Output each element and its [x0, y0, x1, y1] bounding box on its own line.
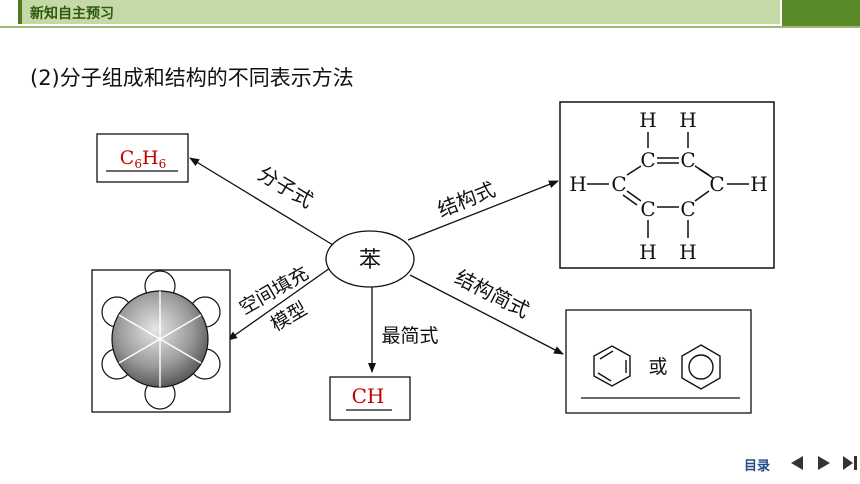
structural-formula-bonds [587, 132, 749, 238]
arrow-to-molecular-formula [189, 157, 334, 246]
header-bar: 新知自主预习 [0, 0, 860, 28]
atom-h: H [679, 108, 696, 132]
last-page-icon[interactable] [840, 453, 860, 473]
benzene-kekule-icon [593, 345, 631, 387]
toc-link[interactable]: 目录 [744, 459, 771, 474]
header-right-block [782, 0, 860, 26]
next-arrow-icon[interactable] [814, 453, 834, 473]
section-title: 新知自主预习 [30, 6, 114, 22]
label-molecular-formula: 分子式 [254, 161, 318, 212]
center-label: 苯 [359, 248, 381, 273]
center-ellipse [325, 230, 415, 288]
structural-formula-box: H H C C H C C H C C H H [559, 101, 775, 269]
molecular-formula-box: C6H6 [96, 133, 189, 183]
space-filling-model-box [91, 269, 231, 413]
atom-c: C [709, 172, 724, 196]
label-structural-simplified: 结构简式 [451, 265, 533, 323]
label-structural-formula: 结构式 [434, 177, 499, 222]
or-text: 或 [648, 356, 667, 378]
atom-c: C [640, 197, 655, 221]
arrow-to-structural-formula [407, 180, 559, 241]
simplest-formula-box: CH [329, 376, 411, 421]
label-simplest-formula: 最简式 [381, 325, 438, 347]
carbon-segment-lines [118, 291, 202, 387]
page-subtitle: (2)分子组成和结构的不同表示方法 [30, 66, 354, 90]
benzene-ring-icon [681, 344, 721, 390]
header-rule [0, 26, 860, 28]
atom-h: H [750, 172, 767, 196]
prev-arrow-icon[interactable] [788, 453, 808, 473]
arrow-to-structural-simplified [409, 274, 564, 355]
structural-simplified-box: 或 [565, 309, 752, 414]
atom-c: C [640, 148, 655, 172]
molecular-formula-value: C6H6 [120, 147, 166, 171]
simplest-formula-value: CH [352, 384, 385, 408]
atom-h: H [639, 108, 656, 132]
atom-c: C [611, 172, 626, 196]
atom-h: H [639, 240, 656, 264]
atom-h: H [679, 240, 696, 264]
header-tab-accent [18, 0, 22, 24]
header-tab [18, 0, 780, 24]
arrow-to-space-filling [227, 267, 331, 341]
atom-c: C [680, 197, 695, 221]
atom-c: C [680, 148, 695, 172]
structural-formula-atoms: H H C C H C C H C C H H [569, 108, 767, 264]
atom-h: H [569, 172, 586, 196]
